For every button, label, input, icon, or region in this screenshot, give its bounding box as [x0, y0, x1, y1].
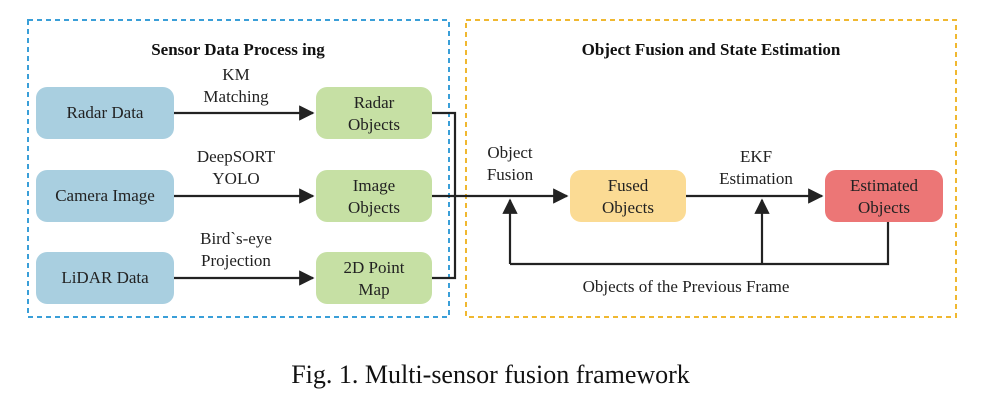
birds-eye-label-line2: Projection — [201, 251, 271, 270]
point-map-merge-line — [432, 196, 457, 280]
camera-image-label: Camera Image — [55, 186, 155, 205]
image-objects-label-line2: Objects — [348, 198, 400, 217]
estimated-objects-label-line2: Objects — [858, 198, 910, 217]
figure-caption: Fig. 1. Multi-sensor fusion framework — [291, 360, 690, 389]
image-objects-box — [316, 170, 432, 222]
km-matching-label-line1: KM — [222, 65, 249, 84]
fusion-estimation-panel — [465, 19, 957, 318]
estimated-objects-box — [825, 170, 943, 222]
ekf-estimation-label-line2: Estimation — [719, 169, 793, 188]
birds-eye-label-line1: Bird`s-eye — [200, 229, 272, 248]
fused-objects-label-line1: Fused — [608, 176, 649, 195]
previous-frame-label: Objects of the Previous Frame — [583, 277, 790, 296]
fusion-estimation-title: Object Fusion and State Estimation — [582, 40, 841, 59]
ekf-estimation-label-line1: EKF — [740, 147, 772, 166]
sensor-processing-panel — [27, 19, 450, 318]
radar-data-box — [36, 87, 174, 139]
radar-objects-box — [316, 87, 432, 139]
lidar-data-box — [36, 252, 174, 304]
radar-objects-merge-line — [432, 111, 457, 196]
estimated-objects-label-line1: Estimated — [850, 176, 918, 195]
radar-data-label: Radar Data — [67, 103, 144, 122]
fused-objects-box — [570, 170, 686, 222]
point-map-label-line2: Map — [358, 280, 389, 299]
radar-objects-label-line2: Objects — [348, 115, 400, 134]
sensor-processing-title: Sensor Data Process ing — [151, 40, 325, 59]
image-objects-label-line1: Image — [353, 176, 395, 195]
deepsort-yolo-label-line1: DeepSORT — [197, 147, 276, 166]
fused-objects-label-line2: Objects — [602, 198, 654, 217]
km-matching-label-line2: Matching — [203, 87, 269, 106]
fusion-framework-diagram: Sensor Data Process ing Object Fusion an… — [27, 19, 957, 318]
deepsort-yolo-label-line2: YOLO — [212, 169, 259, 188]
object-fusion-label-line2: Fusion — [487, 165, 534, 184]
object-fusion-label-line1: Object — [487, 143, 533, 162]
previous-frame-loop — [510, 222, 890, 266]
lidar-data-label: LiDAR Data — [61, 268, 149, 287]
point-map-box — [316, 252, 432, 304]
radar-objects-label-line1: Radar — [354, 93, 395, 112]
camera-image-box — [36, 170, 174, 222]
point-map-label-line1: 2D Point — [344, 258, 405, 277]
